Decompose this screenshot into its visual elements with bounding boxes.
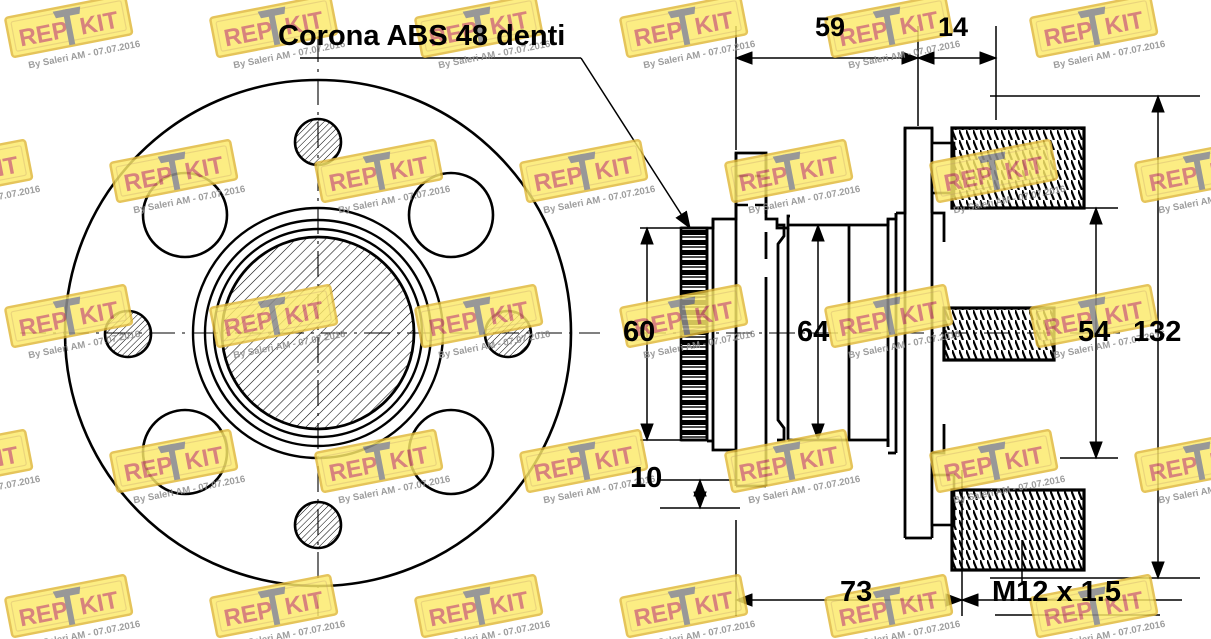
stud-thread-upper — [950, 126, 1086, 210]
small-hole — [293, 117, 343, 167]
section-view — [640, 126, 1120, 572]
stud-thread-middle — [942, 306, 1056, 362]
center-bore-hatched — [220, 235, 416, 431]
small-hole — [293, 500, 343, 550]
wheel-bolt-hole — [141, 408, 229, 496]
stud-thread-lower — [950, 488, 1086, 572]
abs-tone-ring — [679, 226, 709, 442]
front-view — [20, 36, 600, 616]
small-hole — [103, 309, 153, 359]
wheel-bolt-hole — [407, 408, 495, 496]
bearing-internal-lines — [736, 174, 766, 207]
wheel-bolt-hole — [407, 171, 495, 259]
wheel-stud-upper — [930, 126, 1086, 210]
dimension-lines — [640, 26, 1200, 616]
wheel-stud-lower — [930, 473, 1086, 572]
small-hole — [483, 309, 533, 359]
wheel-stud-middle — [942, 306, 1056, 362]
wheel-bolt-hole — [141, 171, 229, 259]
